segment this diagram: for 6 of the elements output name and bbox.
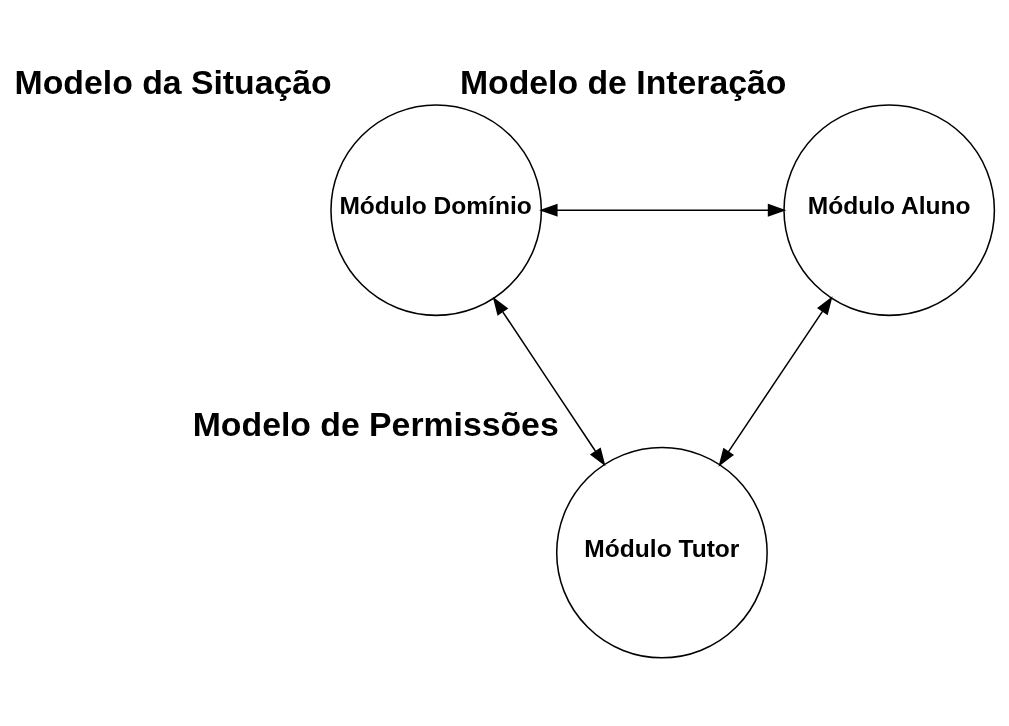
arrow: [718, 296, 833, 467]
node-label: Modelo de Permissões: [192, 405, 559, 444]
node-label: Modelo da Situação: [14, 62, 332, 101]
node-label: Modelo de Interação: [459, 62, 787, 101]
arrow: [492, 296, 606, 467]
arrow: [539, 203, 787, 217]
